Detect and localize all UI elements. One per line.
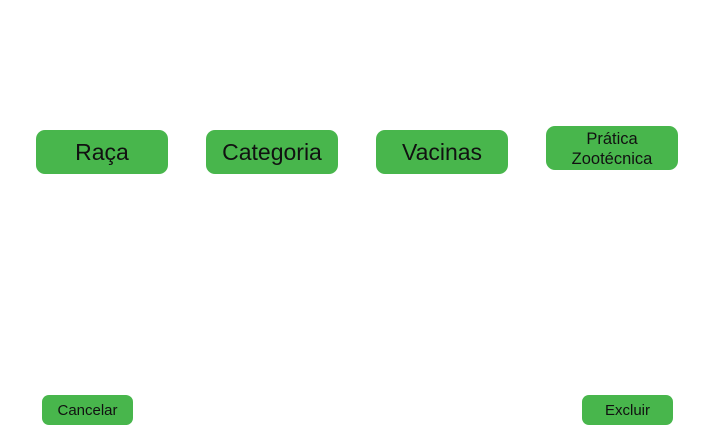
cancel-button-label: Cancelar — [57, 401, 118, 419]
pratica-zootecnica-button[interactable]: Prática Zootécnica — [546, 126, 678, 170]
vacinas-button[interactable]: Vacinas — [376, 130, 508, 174]
pratica-zootecnica-label-line2: Zootécnica — [571, 149, 653, 168]
vacinas-button-label: Vacinas — [401, 138, 483, 165]
cancel-button[interactable]: Cancelar — [42, 395, 133, 425]
raca-button-label: Raça — [75, 138, 129, 165]
categoria-button-label: Categoria — [222, 138, 322, 165]
categoria-button[interactable]: Categoria — [206, 130, 338, 174]
raca-button[interactable]: Raça — [36, 130, 168, 174]
pratica-zootecnica-label-line1: Prática — [586, 129, 638, 148]
delete-button[interactable]: Excluir — [582, 395, 673, 425]
delete-button-label: Excluir — [604, 401, 650, 419]
